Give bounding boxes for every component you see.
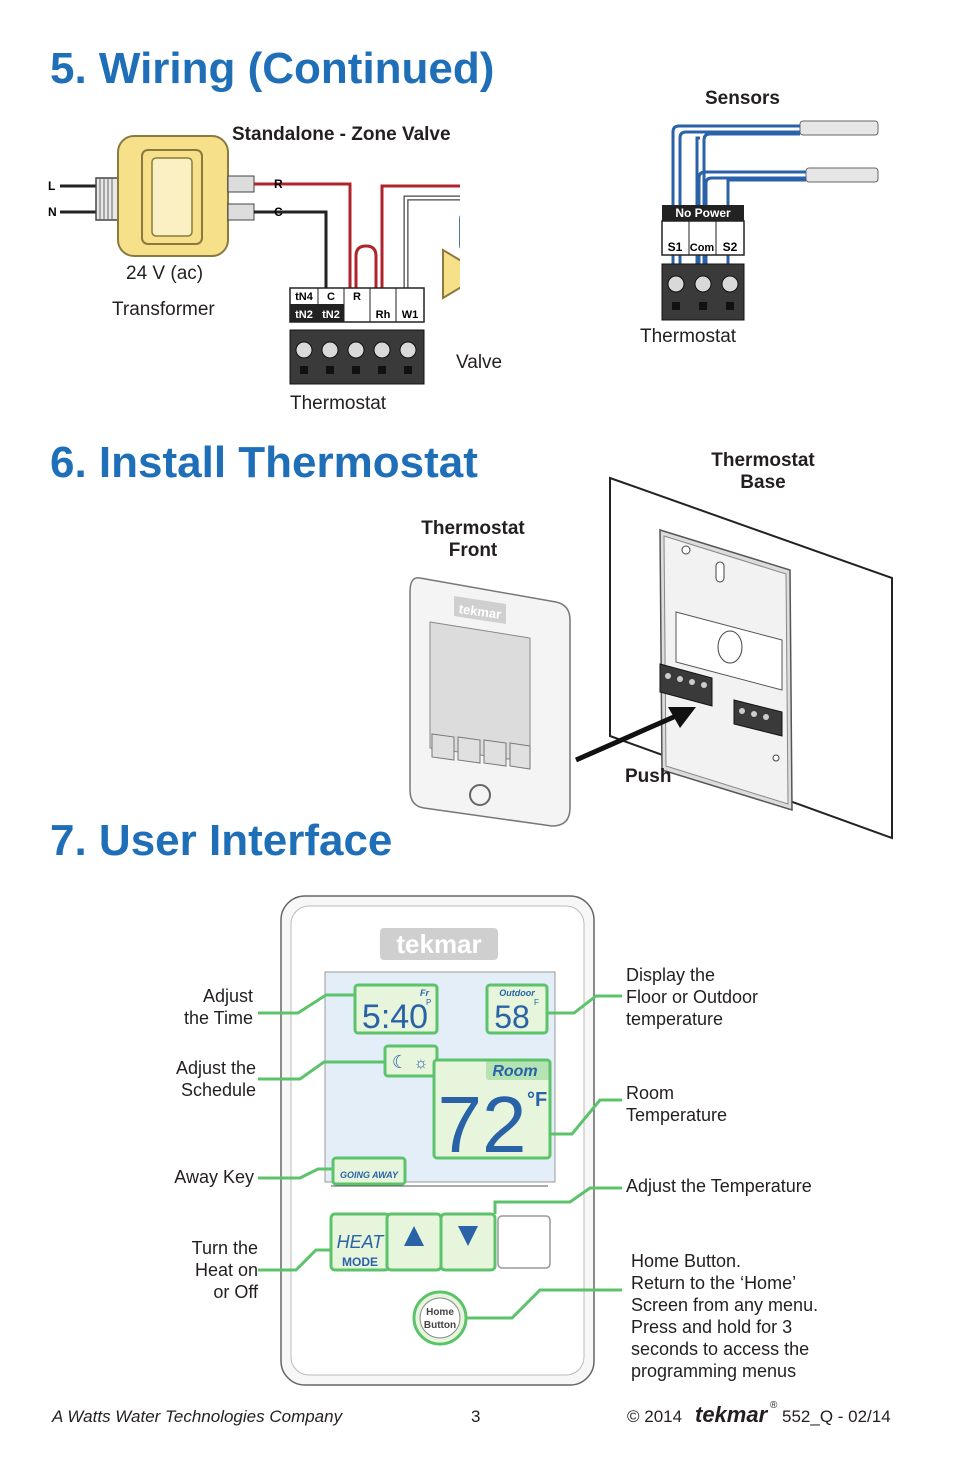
push-arrow-head	[668, 707, 696, 728]
neutral-label: N	[48, 205, 57, 219]
callout-adjust-time	[258, 993, 355, 1015]
footer-registered-mark: ®	[770, 1400, 778, 1411]
callout-away-key	[258, 1167, 333, 1180]
valve-red-wire	[380, 184, 460, 308]
room-unit: °F	[527, 1089, 547, 1111]
footer-tekmar-logo: tekmar	[695, 1402, 768, 1427]
footer-page-number: 3	[471, 1407, 481, 1426]
transformer-label: Transformer	[112, 299, 215, 320]
sensor-header-label: No Power	[675, 206, 731, 220]
outdoor-display[interactable]	[485, 983, 549, 1035]
valve-body-left	[442, 248, 460, 300]
home-button-label-line1: Home	[426, 1307, 454, 1318]
callout-heat	[258, 1248, 331, 1272]
push-label: Push	[625, 766, 672, 787]
valve-white-wire	[404, 196, 460, 308]
label-adjust-temperature: Adjust the Temperature	[626, 1176, 812, 1196]
thermostat-label-left: Thermostat	[290, 393, 387, 414]
footer-doc-code: 552_Q - 02/14	[782, 1407, 891, 1426]
section-7-title: 7. User Interface	[50, 816, 393, 865]
sensor-header-strip	[662, 205, 744, 221]
terminal-label-tn4: tN4	[295, 291, 314, 303]
sensor-wiring-diagram: No Power S1 Com S2	[661, 120, 879, 321]
footer-company: A Watts Water Technologies Company	[52, 1407, 343, 1426]
valve-label: Valve	[456, 352, 503, 373]
r-wire	[254, 182, 352, 308]
r-label: R	[274, 177, 283, 191]
terminal-label-tn2-a: tN2	[295, 309, 313, 321]
line-label: L	[48, 179, 55, 193]
room-display[interactable]	[432, 1058, 552, 1160]
thermostat-front-label-line1: Thermostat	[421, 518, 525, 539]
label-adjust-schedule: Adjust the Schedule	[175, 1058, 256, 1100]
sensor-terminal-com: Com	[690, 242, 715, 254]
home-button-label-line2: Button	[424, 1320, 456, 1331]
room-label: Room	[492, 1063, 537, 1080]
label-display-floor: Display the Floor or Outdoor temperature	[626, 965, 759, 1029]
label-home-button: Home Button. Return to the ‘Home’ Screen…	[631, 1251, 819, 1381]
time-day-tag: Fr	[420, 988, 429, 998]
heat-label: HEAT	[337, 1232, 386, 1252]
blank-button[interactable]	[497, 1215, 551, 1269]
wiring-diagram-title: Standalone - Zone Valve	[232, 124, 451, 145]
label-away-key: Away Key	[174, 1167, 254, 1187]
tekmar-logo-plate	[380, 928, 498, 960]
user-interface-diagram: tekmar Fr 5:40 P Outdoor 58 F ☾ ☼ Room 7…	[280, 895, 595, 1386]
sun-icon: ☼	[414, 1055, 429, 1072]
sensor-terminal-s2: S2	[723, 240, 738, 254]
label-adjust-time: Adjust the Time	[183, 986, 253, 1028]
time-suffix: P	[426, 998, 431, 1007]
outdoor-unit: F	[534, 998, 539, 1007]
sensors-title: Sensors	[705, 88, 780, 109]
install-thermostat-illustration: tekmar	[409, 476, 893, 840]
thermostat-base-label: Thermostat Base	[692, 450, 834, 494]
outdoor-label: Outdoor	[499, 988, 535, 998]
down-arrow-icon	[458, 1226, 478, 1246]
c-label: C	[274, 205, 283, 219]
thermostat-base-label-line2: Base	[740, 472, 786, 493]
terminal-label-r: R	[353, 291, 361, 303]
room-value: 72	[438, 1080, 527, 1169]
sensor-terminal-s1: S1	[668, 240, 683, 254]
callout-adjust-temp	[493, 1186, 622, 1214]
callout-home	[466, 1288, 622, 1320]
transformer-voltage: 24 V (ac)	[126, 263, 204, 284]
callout-adjust-schedule	[258, 1060, 385, 1081]
c-wire	[254, 210, 328, 308]
callout-outdoor	[547, 994, 622, 1015]
label-heat-onoff: Turn the Heat on or Off	[191, 1238, 258, 1302]
section-6-title: 6. Install Thermostat	[50, 438, 478, 487]
footer-copyright: © 2014	[627, 1407, 683, 1426]
tekmar-logo: tekmar	[396, 929, 481, 959]
terminal-label-tn2-b: tN2	[322, 309, 340, 321]
sensor-probe-2	[805, 167, 879, 183]
moon-icon: ☾	[392, 1052, 408, 1072]
thermostat-front-label: Thermostat Front	[402, 518, 544, 562]
thermostat-label-right: Thermostat	[640, 326, 737, 347]
sensor-probe-1	[799, 120, 879, 136]
going-away-label: GOING AWAY	[340, 1170, 399, 1180]
time-display[interactable]	[353, 983, 439, 1035]
outdoor-value: 58	[494, 999, 530, 1035]
time-value: 5:40	[362, 998, 428, 1036]
label-room-temperature: Room Temperature	[626, 1083, 728, 1125]
going-away-indicator[interactable]	[331, 1156, 407, 1186]
transformer-hub	[95, 177, 119, 221]
thermostat-front-logo: tekmar	[458, 601, 502, 622]
thermostat-base-label-line1: Thermostat	[711, 450, 815, 471]
section-5-title: 5. Wiring (Continued)	[50, 44, 495, 93]
callout-room	[550, 1098, 622, 1136]
up-arrow-icon	[404, 1226, 424, 1246]
terminal-label-w1: W1	[402, 309, 419, 321]
terminal-label-c: C	[327, 291, 335, 303]
zone-valve-wiring-diagram: M L N R C tN4 C R tN2 tN2 Rh W1	[48, 135, 460, 385]
mode-label: MODE	[342, 1255, 378, 1269]
terminal-label-rh: Rh	[376, 309, 391, 321]
thermostat-front-label-line2: Front	[448, 540, 498, 561]
callout-lines	[258, 993, 622, 1320]
